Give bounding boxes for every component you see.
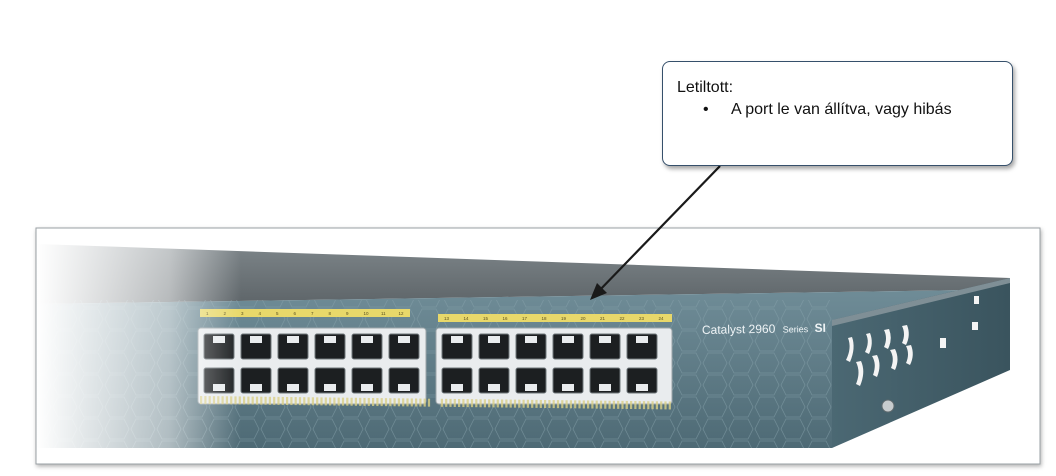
led-tick	[660, 401, 663, 410]
led-tick	[655, 401, 658, 410]
callout-list: • A port le van állítva, vagy hibás	[677, 100, 998, 120]
chassis-side	[832, 278, 1010, 448]
callout-item: • A port le van állítva, vagy hibás	[677, 100, 998, 120]
led-tick	[642, 401, 646, 410]
led-tick	[647, 401, 650, 410]
callout-arrow-line	[595, 165, 721, 295]
port-latch	[636, 384, 648, 391]
callout-title: Letiltott:	[677, 79, 734, 96]
callout-arrowhead	[590, 283, 607, 300]
port-number-label: 24	[659, 316, 665, 321]
left-fade	[37, 229, 637, 463]
model-label: Catalyst 2960 Series SI	[702, 321, 826, 337]
led-tick	[664, 401, 667, 410]
callout-box: Letiltott: • A port le van állítva, vagy…	[662, 61, 1013, 166]
bullet-icon: •	[703, 101, 709, 118]
callout-item-text: A port le van állítva, vagy hibás	[731, 101, 952, 118]
led-tick	[638, 401, 641, 410]
side-vents	[846, 296, 979, 386]
port-latch	[636, 336, 648, 343]
led-tick	[651, 401, 654, 410]
led-tick	[668, 401, 671, 410]
side-screw	[881, 399, 895, 413]
port-number-label: 23	[639, 316, 645, 321]
